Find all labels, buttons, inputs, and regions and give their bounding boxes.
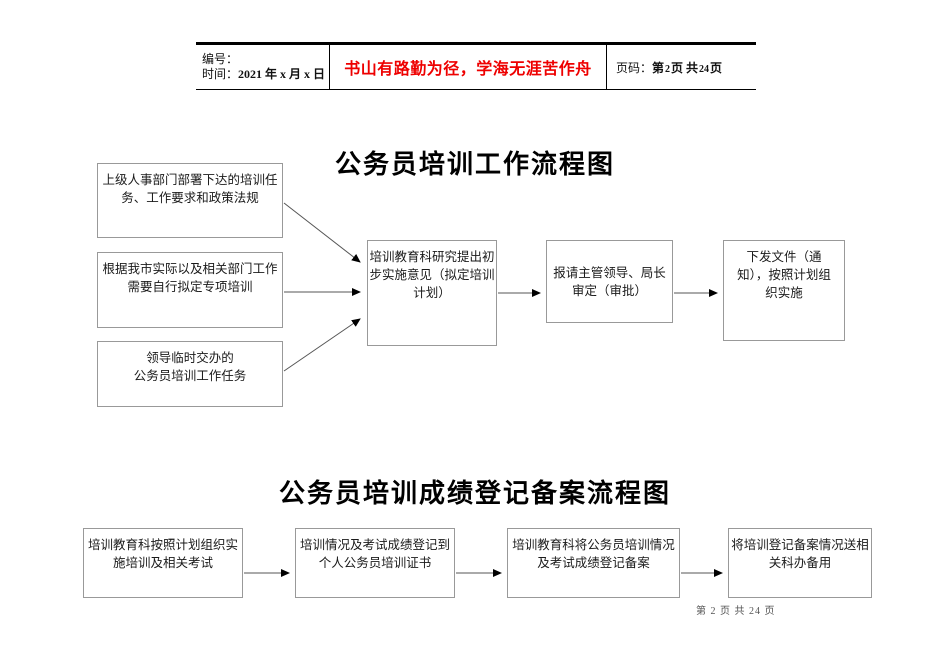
pagination-current: 2 — [665, 63, 671, 75]
pagination-total: 24 — [699, 63, 710, 75]
header-table: 编号： 时间：2021 年 x 月 x 日 书山有路勤为径，学海无涯苦作舟 页码… — [196, 42, 756, 90]
flowchart2-box-record-results: 培训教育科将公务员培训情况 及考试成绩登记备案 — [507, 528, 680, 598]
header-number-line: 编号： — [202, 52, 329, 67]
header-time-line: 时间：2021 年 x 月 x 日 — [202, 67, 329, 82]
flowchart1-box-approval: 报请主管领导、局长 审定（审批） — [546, 240, 673, 323]
header-motto: 书山有路勤为径，学海无涯苦作舟 — [330, 45, 607, 89]
flowchart2-title: 公务员培训成绩登记备案流程图 — [278, 479, 671, 508]
flowchart2-box-send-records: 将培训登记备案情况送相 关科办备用 — [728, 528, 872, 598]
header-time-label: 时间： — [202, 67, 239, 81]
page-footer: 第 2 页 共 24 页 — [694, 602, 778, 617]
pagination-seg2: 页 共 — [671, 60, 699, 75]
pagination-label: 页码： — [616, 60, 653, 75]
flowchart1-box-leader-tasks: 领导临时交办的 公务员培训工作任务 — [97, 341, 283, 407]
header-number-label: 编号： — [202, 52, 239, 66]
header-time-value: 2021 年 x 月 x 日 — [238, 67, 326, 81]
flowchart1-box-superior-tasks: 上级人事部门部署下达的培训任 务、工作要求和政策法规 — [97, 163, 283, 238]
header-pagination: 页码：第2页 共24页 — [616, 59, 756, 76]
flowchart1-box-draft-plan: 培训教育科研究提出初 步实施意见（拟定培训 计划） — [367, 240, 497, 346]
flowchart1-box-city-training: 根据我市实际以及相关部门工作 需要自行拟定专项培训 — [97, 252, 283, 328]
flowchart2-box-register-certificate: 培训情况及考试成绩登记到 个人公务员培训证书 — [295, 528, 455, 598]
flowchart1-title: 公务员培训工作流程图 — [334, 150, 615, 179]
flowchart2-box-implement-training: 培训教育科按照计划组织实 施培训及相关考试 — [83, 528, 243, 598]
pagination-seg3: 页 — [710, 60, 723, 75]
flowchart1-box-issue-documents: 下发文件（通 知），按照计划组 织实施 — [723, 240, 845, 341]
header-cell-number-time: 编号： 时间：2021 年 x 月 x 日 — [196, 45, 330, 89]
arrow-superior-to-plan — [283, 202, 361, 263]
arrow-leader-to-plan — [283, 318, 361, 372]
pagination-seg1: 第 — [652, 60, 665, 75]
header-cell-pagination: 页码：第2页 共24页 — [607, 45, 756, 89]
